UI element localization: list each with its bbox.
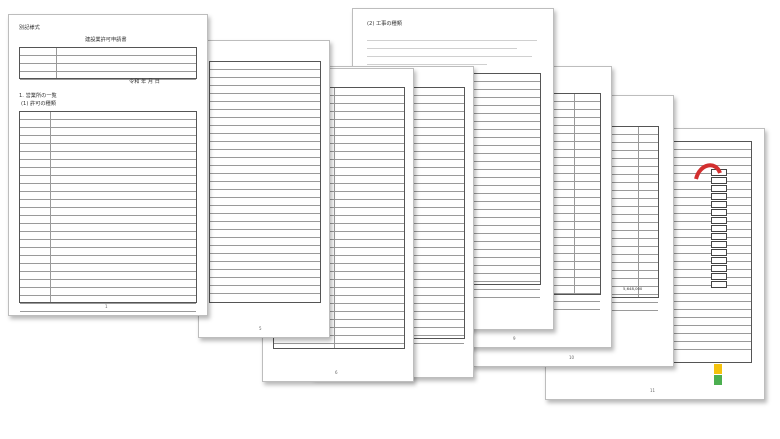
applicant-table: [19, 47, 197, 80]
page-number: 11: [650, 388, 656, 393]
color-legend-green: [714, 375, 722, 385]
date-line: 令和 年 月 日: [129, 79, 160, 85]
page-table: [209, 61, 321, 303]
section-label: 1. 営業所の一覧: [19, 93, 57, 99]
section-heading: (2) 工事の種類: [367, 21, 402, 27]
red-arrow-icon: [694, 163, 722, 180]
document-page-1: 別記様式 建設業許可申請書 令和 年 月 日 1. 営業所の一覧 (1) 許可の…: [8, 14, 208, 316]
page-number: 6: [335, 370, 338, 375]
sub-label: (1) 許可の種類: [21, 101, 56, 107]
color-legend-yellow: [714, 364, 722, 374]
document-title: 建設業許可申請書: [85, 37, 127, 43]
page-number: 1: [105, 304, 108, 309]
amount-total: 5,648,000: [623, 286, 643, 291]
bar-stack-illustration: [711, 169, 727, 289]
document-page-5: 5: [198, 40, 330, 338]
page-number: 9: [513, 336, 516, 341]
page-number: 10: [569, 355, 575, 360]
form-label: 別記様式: [19, 25, 40, 31]
main-table: [19, 111, 197, 312]
page-number: 5: [259, 326, 262, 331]
